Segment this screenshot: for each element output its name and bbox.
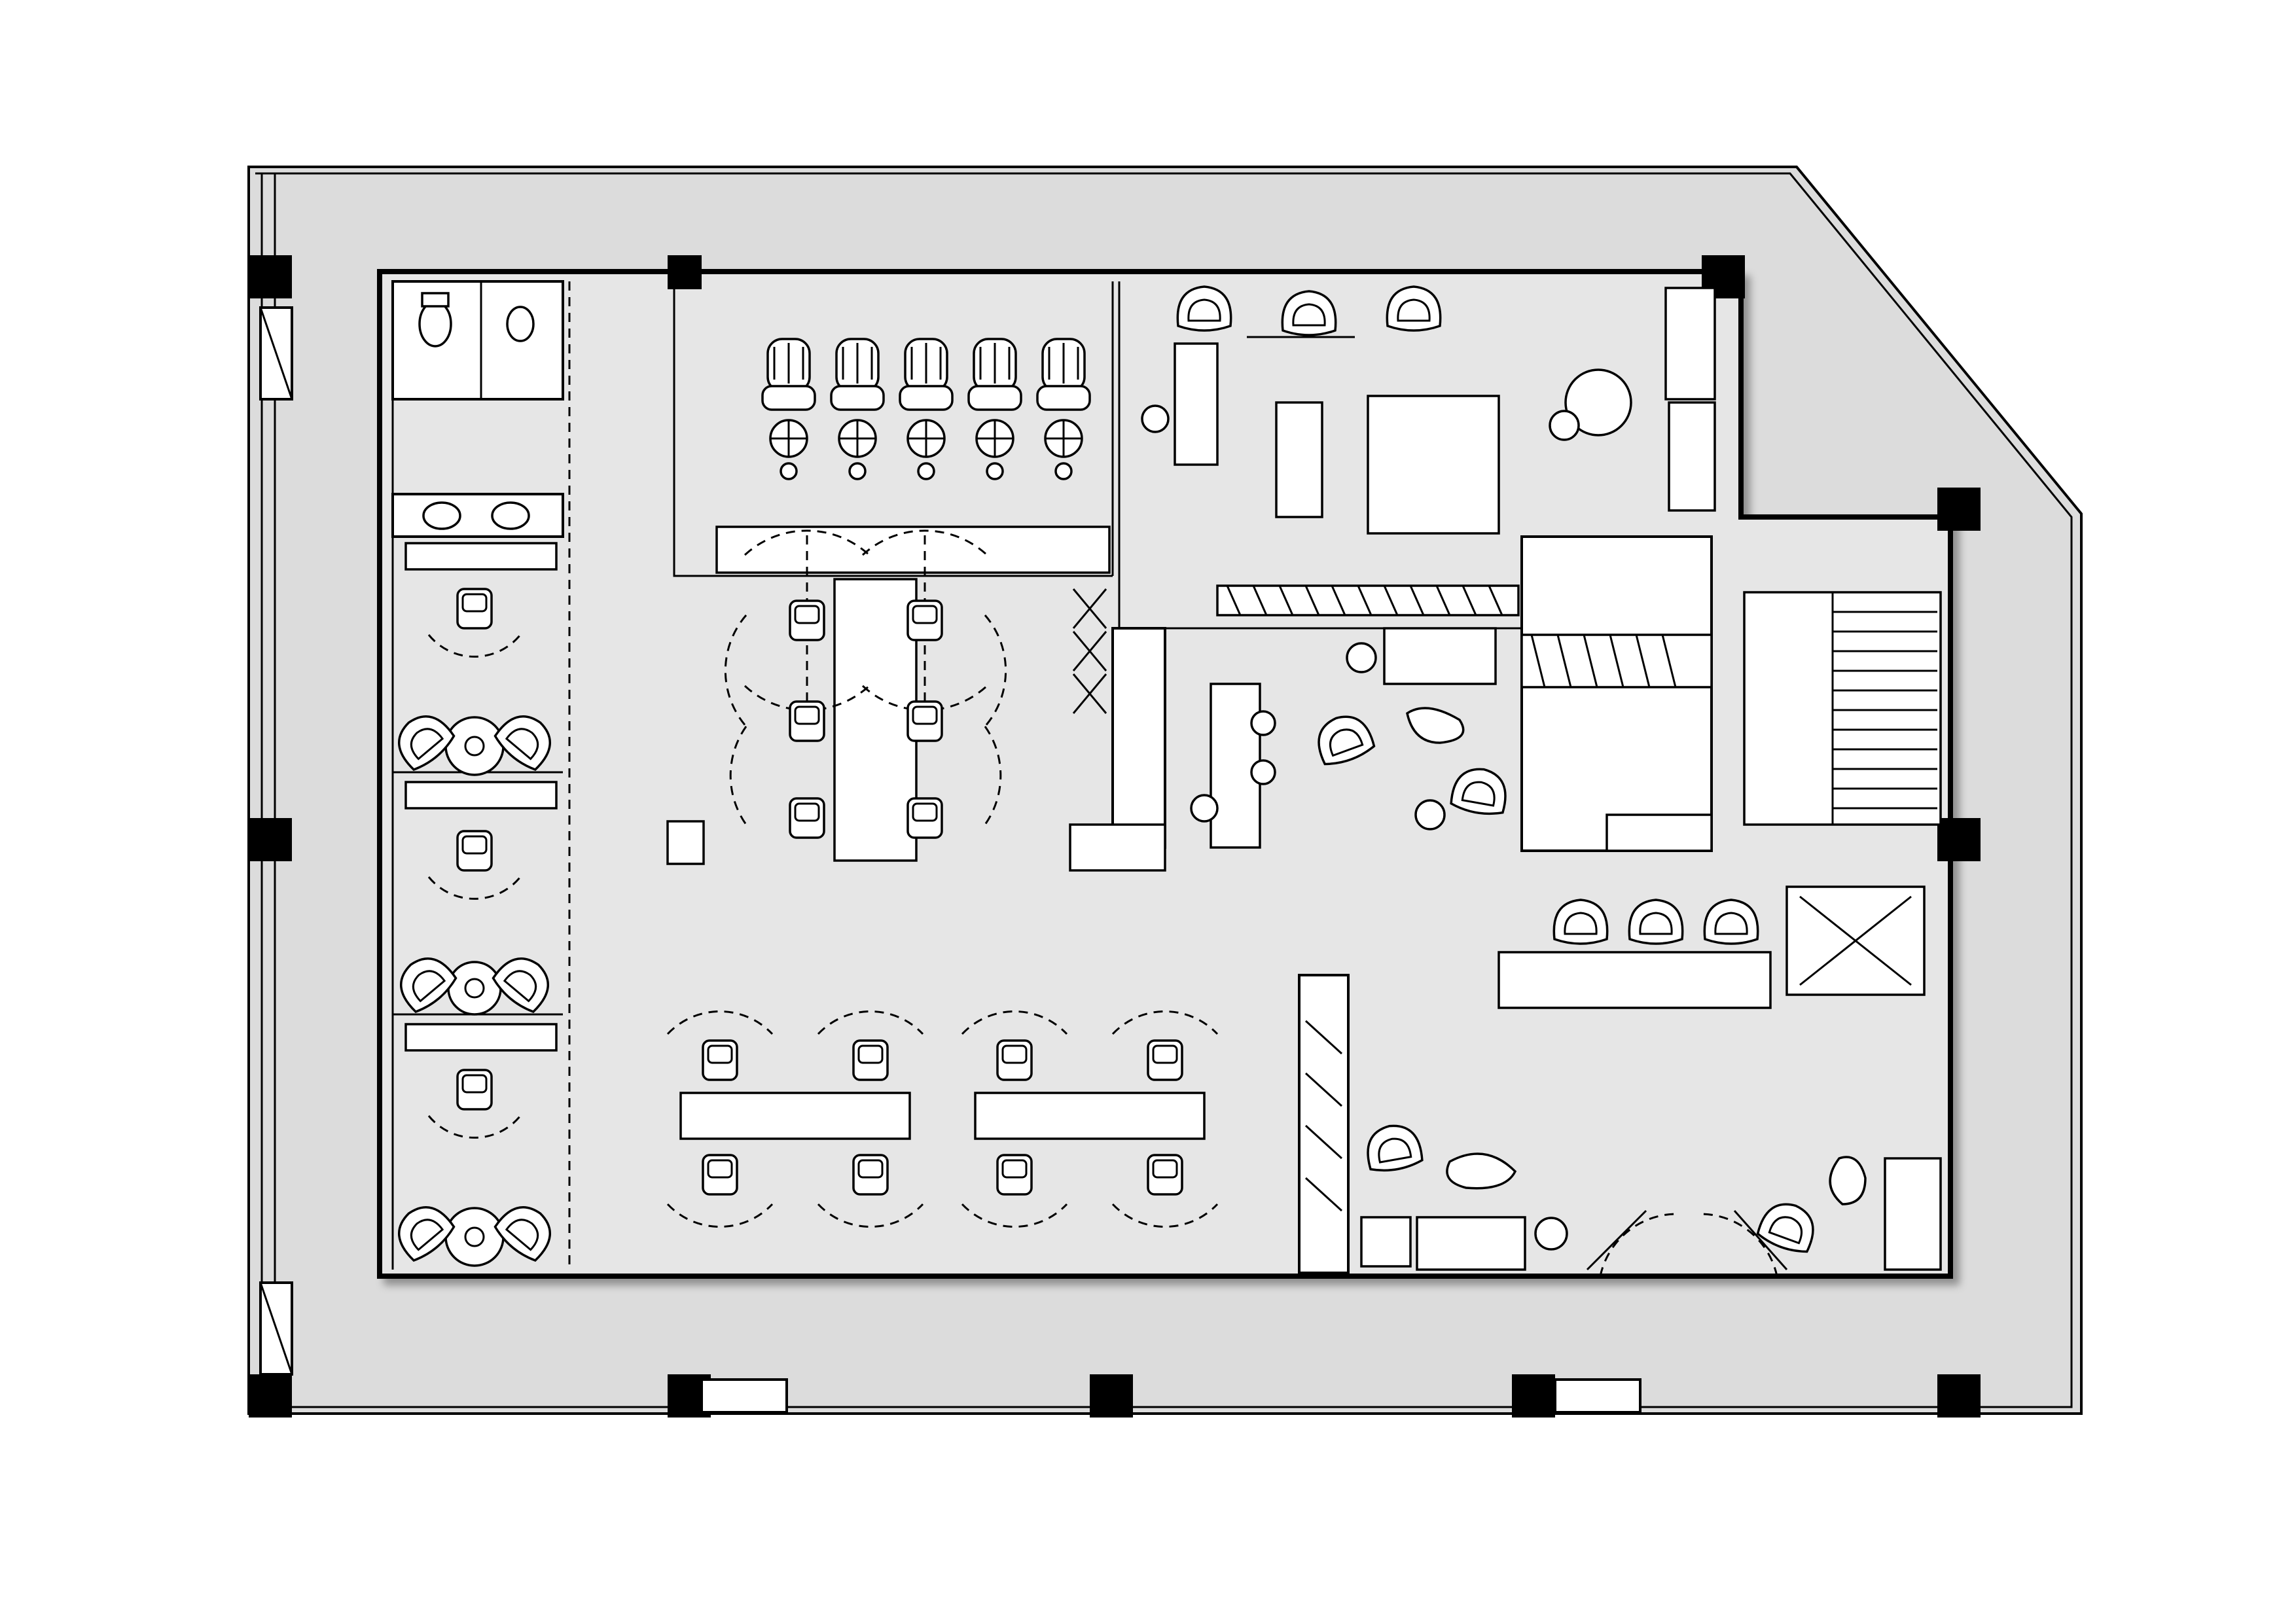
styling-table-1 — [724, 529, 1007, 862]
lounge — [1190, 627, 1511, 849]
squat-toilet-icon — [506, 306, 535, 342]
wash-room — [673, 281, 1114, 577]
elevator-icon — [1785, 885, 1926, 996]
floor-outlet — [666, 820, 705, 865]
window-frames — [259, 306, 1641, 1414]
waiting-area — [1298, 974, 1942, 1274]
slab-outer-edge — [255, 172, 2073, 1408]
stair-core — [1520, 535, 1942, 852]
structural-columns — [249, 255, 1981, 1418]
product-shelf — [1069, 588, 1166, 872]
styling-table-2 — [666, 1010, 924, 1228]
office — [1118, 281, 1716, 630]
toilet-icon — [418, 300, 452, 348]
entrance-door[interactable] — [1586, 1209, 1788, 1277]
left-wing — [387, 280, 571, 1270]
sink-icon — [422, 501, 461, 530]
sink-icon — [491, 501, 530, 530]
reception — [1498, 899, 1772, 1009]
styling-table-3 — [961, 1010, 1219, 1228]
